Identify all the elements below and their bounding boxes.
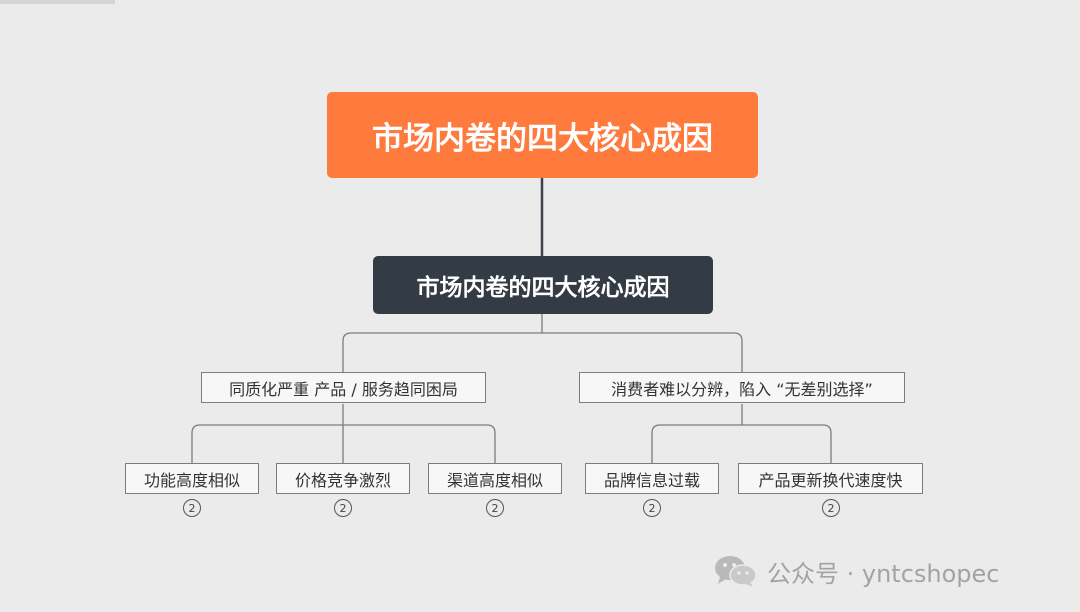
collapsed-count-badge[interactable]: 2 xyxy=(486,499,504,517)
wechat-icon xyxy=(715,556,757,587)
branch-node-consumer-confusion[interactable]: 消费者难以分辨，陷入 “无差别选择” xyxy=(579,372,905,403)
collapsed-count-badge[interactable]: 2 xyxy=(334,499,352,517)
branch-node-homogeneity[interactable]: 同质化严重 产品 / 服务趋同困局 xyxy=(201,372,486,403)
collapsed-count-badge[interactable]: 2 xyxy=(822,499,840,517)
center-to-branches-line xyxy=(342,314,743,372)
watermark-text: 公众号 · yntcshopec xyxy=(767,559,1000,588)
leaf-node-channel-similar[interactable]: 渠道高度相似 xyxy=(428,463,562,494)
leaf-node-brand-overload[interactable]: 品牌信息过载 xyxy=(585,463,719,494)
leaf-node-fast-iteration[interactable]: 产品更新换代速度快 xyxy=(738,463,923,494)
branch1-to-leaves-line xyxy=(191,404,496,463)
leaf-node-price-competition[interactable]: 价格竞争激烈 xyxy=(276,463,410,494)
root-node[interactable]: 市场内卷的四大核心成因 xyxy=(327,92,758,178)
top-edge-strip xyxy=(0,0,115,4)
collapsed-count-badge[interactable]: 2 xyxy=(643,499,661,517)
leaf-node-function-similar[interactable]: 功能高度相似 xyxy=(125,463,259,494)
watermark: 公众号 · yntcshopec xyxy=(713,554,1000,588)
collapsed-count-badge[interactable]: 2 xyxy=(183,499,201,517)
branch2-to-leaves-line xyxy=(651,404,832,463)
central-topic-node[interactable]: 市场内卷的四大核心成因 xyxy=(373,256,713,314)
